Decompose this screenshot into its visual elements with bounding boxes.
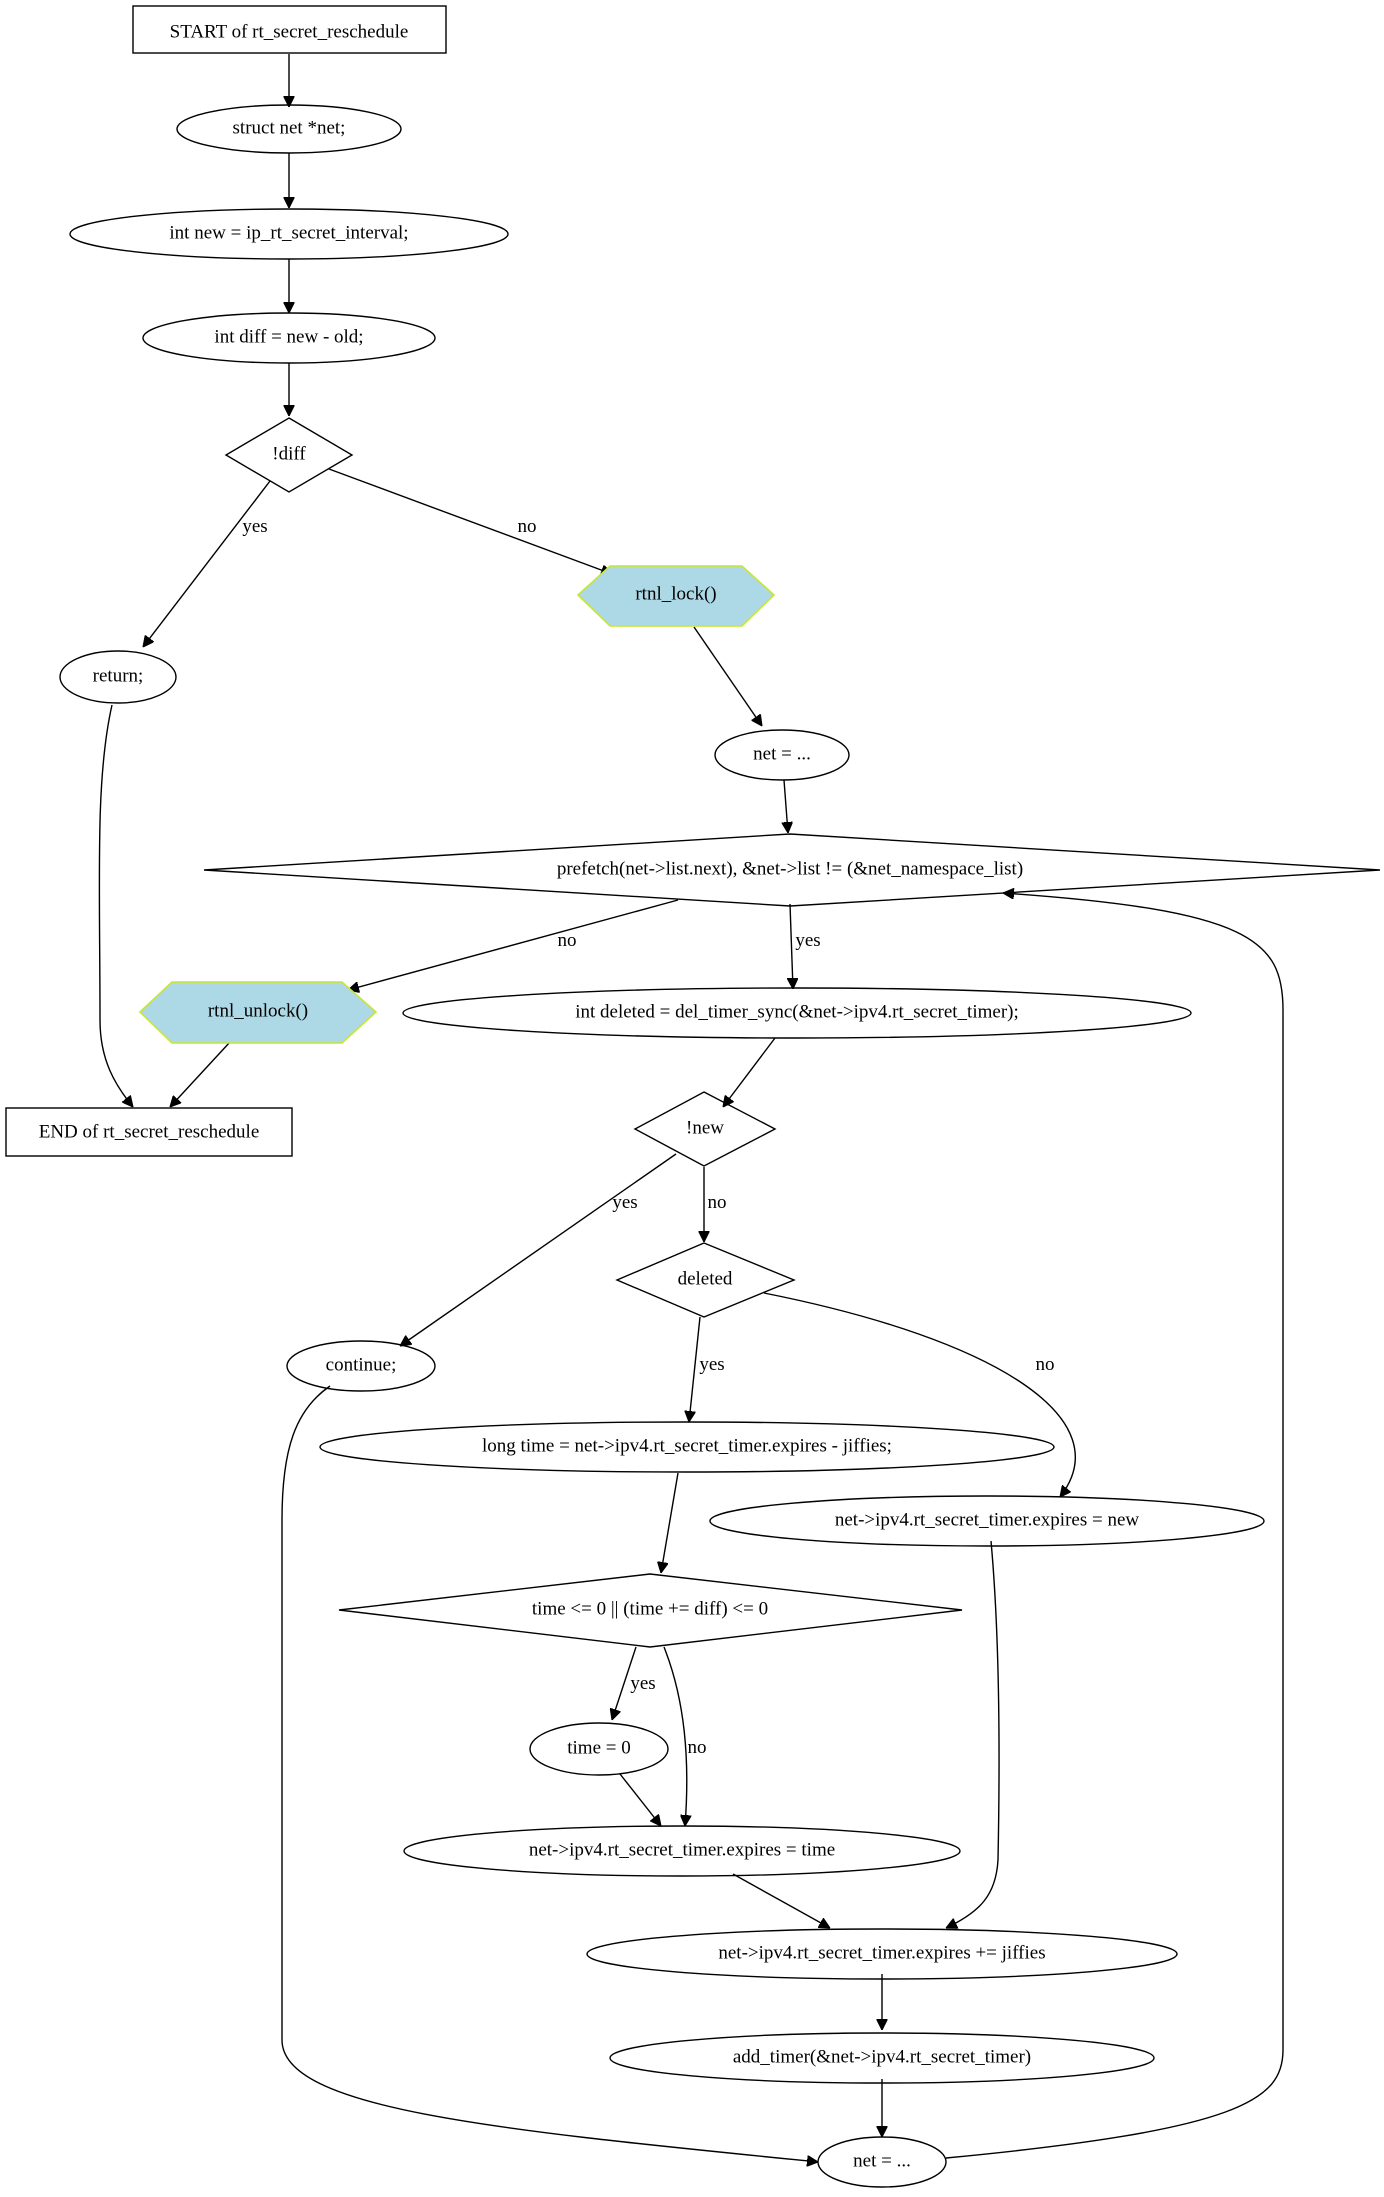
- edge-diff-no: [328, 468, 612, 574]
- node-start: START of rt_secret_reschedule: [132, 5, 447, 54]
- edge-net-next-to-loop: [945, 893, 1284, 2159]
- edge-net-init-to-loop: [784, 779, 788, 833]
- edge-continue-to-net-next: [281, 1385, 818, 2162]
- edge-set-expires-time-to-add-jiffies: [732, 1873, 830, 1929]
- edge-time-zero-to-set-expires-time: [619, 1773, 661, 1826]
- edge-time-yes: [612, 1646, 637, 1720]
- label-deleted-yes: yes: [699, 1354, 724, 1375]
- node-add-jiffies: net->ipv4.rt_secret_timer.expires += jif…: [586, 1928, 1178, 1980]
- node-rtnl-lock-label: rtnl_lock(): [635, 583, 716, 604]
- label-deleted-no: no: [1036, 1354, 1055, 1375]
- node-cond-time: time <= 0 || (time += diff) <= 0: [338, 1573, 963, 1648]
- node-set-expires-time: net->ipv4.rt_secret_timer.expires = time: [403, 1825, 961, 1877]
- edge-deleted-yes: [689, 1316, 701, 1422]
- edge-unlock-to-end: [170, 1041, 231, 1107]
- node-decl-net-label: struct net *net;: [233, 117, 346, 138]
- node-net-init-label: net = ...: [753, 743, 811, 764]
- node-decl-new: int new = ip_rt_secret_interval;: [69, 208, 509, 260]
- node-set-expires-new-label: net->ipv4.rt_secret_timer.expires = new: [835, 1509, 1140, 1530]
- node-cond-new: !new: [633, 1091, 777, 1167]
- node-decl-deleted-label: int deleted = del_timer_sync(&net->ipv4.…: [575, 1001, 1019, 1022]
- node-cond-deleted: deleted: [615, 1242, 796, 1318]
- edge-diff-yes: [143, 480, 271, 647]
- node-net-init: net = ...: [714, 729, 850, 781]
- label-new-yes: yes: [612, 1192, 637, 1213]
- node-decl-time-label: long time = net->ipv4.rt_secret_timer.ex…: [482, 1435, 892, 1456]
- node-continue-label: continue;: [326, 1354, 397, 1375]
- edge-deleted-decl-to-cond-new: [723, 1037, 776, 1107]
- node-decl-diff-label: int diff = new - old;: [214, 326, 363, 347]
- node-set-expires-time-label: net->ipv4.rt_secret_timer.expires = time: [529, 1839, 835, 1860]
- label-loop-no: no: [558, 930, 577, 951]
- label-time-no: no: [688, 1737, 707, 1758]
- node-continue: continue;: [286, 1340, 436, 1392]
- edge-deleted-no: [763, 1292, 1076, 1497]
- node-time-zero: time = 0: [529, 1722, 669, 1776]
- node-loop-cond-label: prefetch(net->list.next), &net->list != …: [557, 858, 1023, 879]
- label-diff-no: no: [518, 516, 537, 537]
- node-end-label: END of rt_secret_reschedule: [39, 1121, 260, 1142]
- label-time-yes: yes: [630, 1673, 655, 1694]
- node-cond-new-label: !new: [686, 1117, 724, 1138]
- node-decl-time: long time = net->ipv4.rt_secret_timer.ex…: [319, 1421, 1055, 1473]
- edge-new-yes: [400, 1153, 677, 1346]
- node-add-timer: add_timer(&net->ipv4.rt_secret_timer): [609, 2032, 1155, 2084]
- edge-decl-time-to-cond-time: [661, 1472, 679, 1573]
- node-decl-new-label: int new = ip_rt_secret_interval;: [169, 222, 408, 243]
- node-net-next: net = ...: [817, 2136, 947, 2188]
- edge-time-no: [663, 1646, 687, 1826]
- node-set-expires-new: net->ipv4.rt_secret_timer.expires = new: [709, 1495, 1265, 1547]
- node-net-next-label: net = ...: [853, 2150, 911, 2171]
- edges: [98, 54, 1284, 2162]
- node-cond-time-label: time <= 0 || (time += diff) <= 0: [532, 1598, 768, 1619]
- node-time-zero-label: time = 0: [567, 1737, 631, 1758]
- edge-loop-no: [348, 899, 679, 990]
- label-loop-yes: yes: [795, 930, 820, 951]
- edge-return-to-end: [98, 704, 133, 1107]
- node-rtnl-lock: rtnl_lock(): [576, 565, 776, 627]
- label-new-no: no: [708, 1192, 727, 1213]
- node-add-jiffies-label: net->ipv4.rt_secret_timer.expires += jif…: [718, 1942, 1045, 1963]
- node-cond-diff-label: !diff: [272, 443, 306, 464]
- node-decl-deleted: int deleted = del_timer_sync(&net->ipv4.…: [402, 987, 1192, 1039]
- edge-labels: yes no no yes yes no yes no yes no: [242, 516, 1054, 1758]
- node-loop-cond: prefetch(net->list.next), &net->list != …: [203, 833, 1381, 907]
- label-diff-yes: yes: [242, 516, 267, 537]
- node-cond-diff: !diff: [224, 417, 354, 493]
- node-return: return;: [59, 650, 177, 704]
- node-end: END of rt_secret_reschedule: [5, 1107, 293, 1157]
- node-rtnl-unlock-label: rtnl_unlock(): [208, 1000, 308, 1021]
- node-return-label: return;: [93, 665, 144, 686]
- node-cond-deleted-label: deleted: [678, 1268, 733, 1289]
- edge-loop-yes: [790, 903, 793, 989]
- node-add-timer-label: add_timer(&net->ipv4.rt_secret_timer): [733, 2046, 1031, 2067]
- node-decl-diff: int diff = new - old;: [142, 312, 436, 364]
- edge-set-expires-new-to-add-jiffies: [946, 1540, 1000, 1928]
- edge-lock-to-net-init: [693, 626, 762, 726]
- nodes: START of rt_secret_reschedule struct net…: [5, 5, 1381, 2188]
- node-start-label: START of rt_secret_reschedule: [170, 21, 409, 42]
- node-rtnl-unlock: rtnl_unlock(): [138, 981, 378, 1044]
- node-decl-net: struct net *net;: [176, 104, 402, 154]
